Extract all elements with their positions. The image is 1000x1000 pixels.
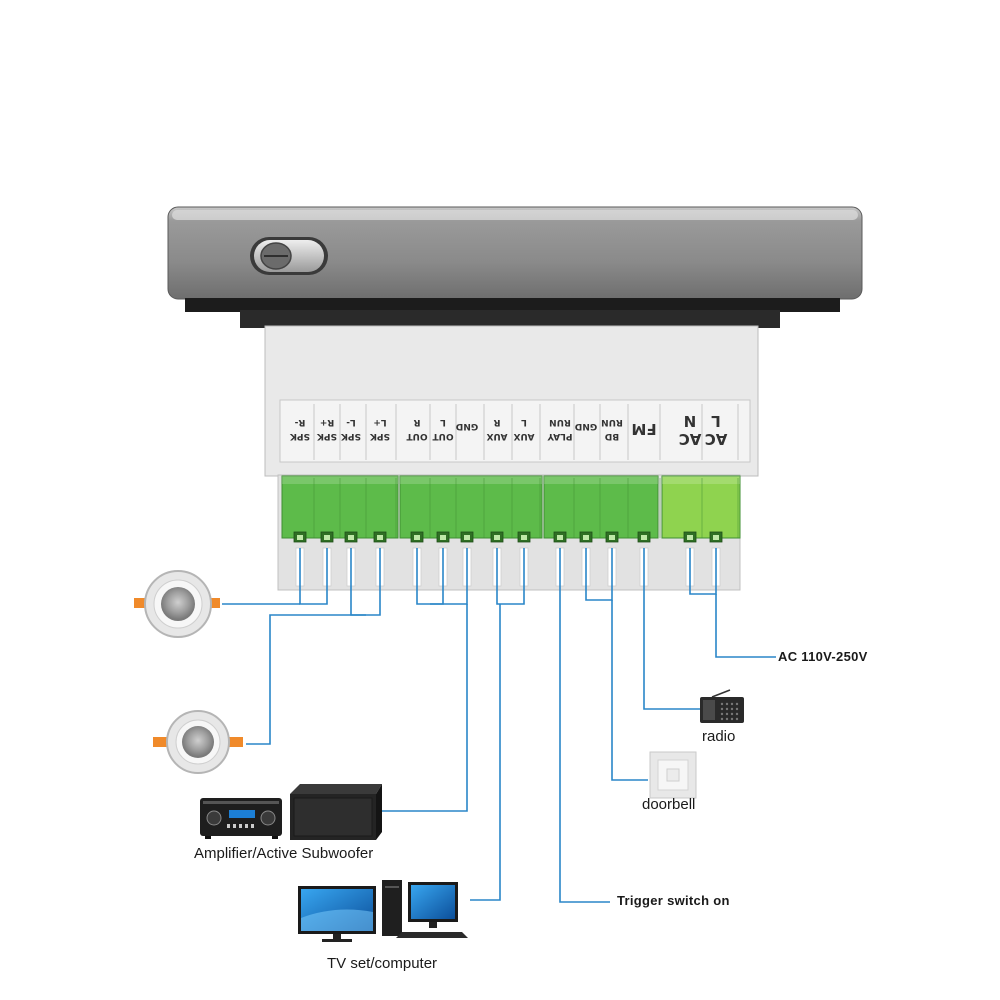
wire-ac <box>689 548 717 595</box>
terminal-label-spk-r-minus: SPK R- <box>289 417 310 441</box>
terminal-label-out-l: OUT L <box>432 417 454 441</box>
wire-speaker-2-feed <box>246 614 366 745</box>
wire-speaker-1 <box>299 548 328 605</box>
tv-computer-label: TV set/computer <box>327 955 438 972</box>
ac-power-label: AC 110V-250V <box>778 649 868 664</box>
svg-text:AC: AC <box>705 430 728 448</box>
wire-trigger <box>559 548 610 903</box>
svg-text:GND: GND <box>456 421 478 431</box>
terminal-label-out-r: OUT R <box>406 417 428 441</box>
computer-icon <box>382 880 468 938</box>
terminal-label-gnd-1: GND <box>456 421 478 431</box>
terminal-label-spk-r-plus: SPK R+ <box>316 417 337 441</box>
wire-ac-run <box>715 594 776 658</box>
svg-text:AUX: AUX <box>486 431 507 441</box>
wire-doorbell-run <box>611 600 648 781</box>
svg-text:SPK: SPK <box>369 431 390 441</box>
terminal-label-ac-l: ACL <box>705 412 728 448</box>
svg-text:R-: R- <box>294 417 305 427</box>
svg-text:R: R <box>413 417 420 427</box>
terminal-label-spk-l-plus: SPK L+ <box>369 417 390 441</box>
svg-text:R+: R+ <box>320 417 334 427</box>
wire-aux <box>496 548 525 605</box>
svg-text:PLAY: PLAY <box>547 431 572 441</box>
svg-text:OUT: OUT <box>432 431 454 441</box>
ceiling-speaker-icon <box>134 570 220 638</box>
wire-doorbell <box>585 548 613 601</box>
svg-text:R: R <box>493 417 500 427</box>
svg-text:L: L <box>521 417 527 427</box>
svg-text:L-: L- <box>346 417 356 427</box>
svg-text:N: N <box>684 412 697 430</box>
terminal-label-aux-r: AUX R <box>486 417 507 441</box>
terminal-label-bd-run: BD RUN <box>601 417 623 441</box>
wire-radio <box>643 548 700 710</box>
device-gasket <box>185 298 840 312</box>
doorbell-switch-icon <box>649 751 697 799</box>
svg-text:L+: L+ <box>373 417 386 427</box>
amplifier-label: Amplifier/Active Subwoofer <box>194 845 374 862</box>
svg-text:AC: AC <box>679 430 702 448</box>
terminal-label-fm: FM <box>631 420 656 438</box>
wire-amplifier-run <box>382 604 468 812</box>
terminal-label-strip: SPK R- SPK R+ SPK L- SPK L+ OUT R OUT L GND AUX R AUX L P… <box>289 404 739 460</box>
doorbell-label: doorbell <box>642 796 696 813</box>
tv-icon <box>298 886 376 942</box>
terminal-label-spk-l-minus: SPK L- <box>340 417 361 441</box>
terminal-block <box>661 475 741 543</box>
ceiling-speaker-icon <box>153 710 243 774</box>
terminal-label-aux-l: AUX L <box>513 417 534 441</box>
svg-text:L: L <box>711 412 721 430</box>
svg-text:AUX: AUX <box>513 431 534 441</box>
terminal-block <box>399 475 543 543</box>
svg-text:SPK: SPK <box>340 431 361 441</box>
svg-text:RUN: RUN <box>601 417 623 427</box>
svg-text:SPK: SPK <box>289 431 310 441</box>
subwoofer-icon <box>290 784 382 840</box>
svg-text:BD: BD <box>605 431 619 441</box>
terminal-block <box>281 475 399 543</box>
trigger-switch-label: Trigger switch on <box>617 893 730 908</box>
svg-text:RUN: RUN <box>549 417 571 427</box>
terminal-label-ac-n: ACN <box>679 412 702 448</box>
terminal-label-play-run: PLAY RUN <box>547 417 572 441</box>
svg-text:L: L <box>440 417 446 427</box>
svg-text:OUT: OUT <box>406 431 428 441</box>
radio-icon <box>700 689 744 723</box>
svg-text:FM: FM <box>631 420 656 438</box>
slide-switch-icon <box>250 237 328 275</box>
terminal-label-gnd-2: GND <box>575 421 597 431</box>
terminal-block <box>543 475 661 543</box>
svg-text:GND: GND <box>575 421 597 431</box>
amplifier-icon <box>200 798 282 839</box>
svg-text:SPK: SPK <box>316 431 337 441</box>
wires <box>222 548 776 903</box>
radio-label: radio <box>702 728 736 745</box>
wire-aux-run <box>470 604 501 901</box>
